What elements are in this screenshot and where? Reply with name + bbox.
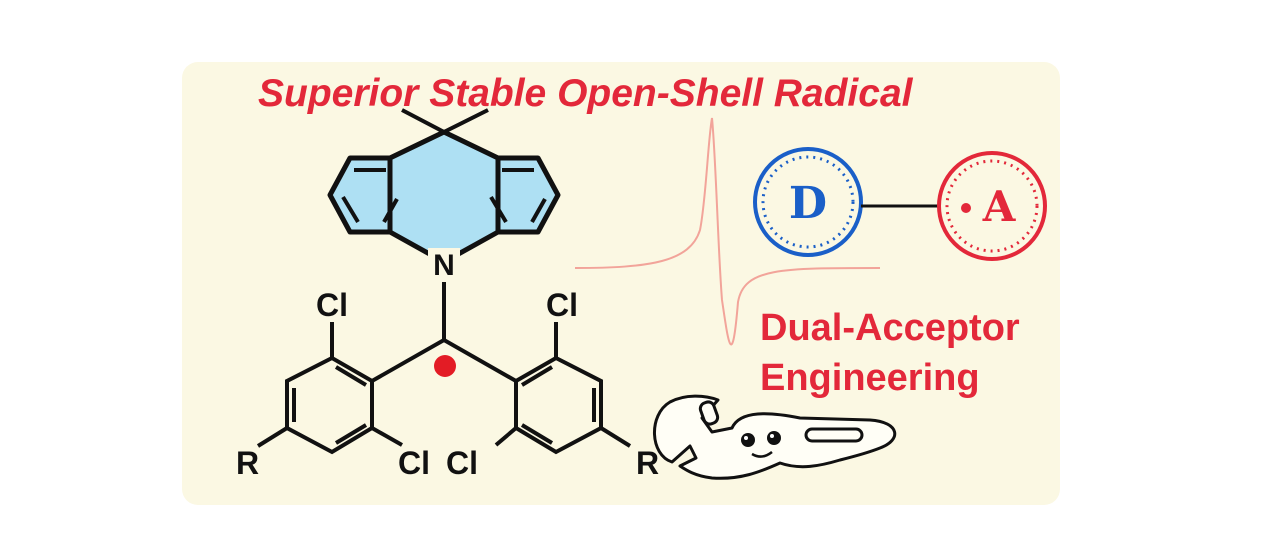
chlorine-top-right: Cl [546, 287, 578, 323]
left-aryl-ring [256, 322, 403, 455]
caption-line-1: Dual-Acceptor [760, 307, 1020, 349]
radical-dot-icon [434, 355, 456, 377]
chlorine-bottom-left: Cl [398, 445, 430, 481]
acridan-core [327, 129, 561, 265]
esr-signal-trace [574, 117, 881, 346]
substituent-right: R [636, 445, 659, 481]
nitrogen-label-bg [428, 248, 460, 278]
acceptor-circle-icon: A [937, 151, 1047, 261]
acceptor-label: A [982, 182, 1017, 231]
nitrogen-atom: N [433, 249, 455, 282]
title: Superior Stable Open-Shell Radical [258, 72, 914, 115]
central-carbon-bonds [371, 338, 517, 383]
donor-label: D [789, 178, 827, 229]
wrench-face [741, 431, 781, 458]
donor-circle-icon: D [753, 147, 863, 257]
dimethyl-group [401, 108, 489, 134]
substituent-left: R [236, 445, 259, 481]
caption-line-2: Engineering [760, 357, 980, 399]
central-ring [387, 129, 501, 265]
chlorine-bottom-right: Cl [446, 445, 478, 481]
aromatic-bonds [341, 168, 547, 224]
right-aryl-ring [494, 322, 632, 455]
figure-background [182, 62, 1060, 505]
chlorine-top-left: Cl [316, 287, 348, 323]
